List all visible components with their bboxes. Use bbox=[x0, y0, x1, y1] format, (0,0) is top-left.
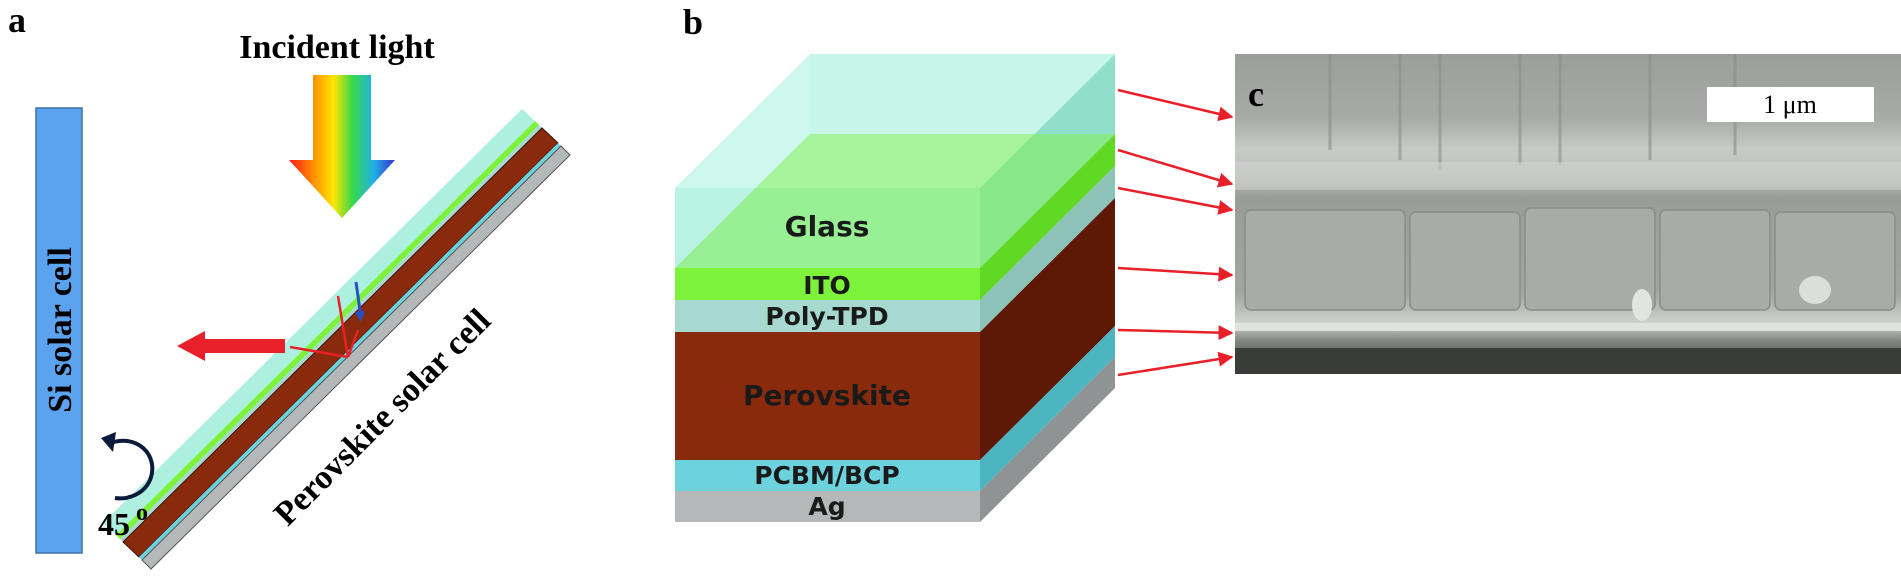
scale-bar-label: 1 μm bbox=[1763, 90, 1817, 119]
light-path bbox=[289, 281, 365, 359]
layer-poly-tpd-front bbox=[675, 300, 980, 332]
layer-poly-tpd-side bbox=[980, 166, 1115, 332]
layer-ag-label: Ag bbox=[808, 492, 845, 521]
layer-glass-front bbox=[675, 188, 980, 268]
incident-light-arrow bbox=[289, 75, 395, 218]
si-solar-cell-label: Si solar cell bbox=[42, 247, 79, 413]
layer-glass-top bbox=[675, 54, 1115, 188]
layer-glass-label: Glass bbox=[785, 210, 870, 243]
layer-ito-label: ITO bbox=[803, 271, 851, 300]
layer-pcbm-bcp-label: PCBM/BCP bbox=[754, 461, 899, 490]
layer-ito-front bbox=[675, 268, 980, 300]
layer-ito-side bbox=[980, 134, 1115, 300]
layer-ag-side bbox=[980, 357, 1115, 522]
layer-pcbm-bcp-front bbox=[675, 460, 980, 491]
scale-bar-box bbox=[1707, 87, 1874, 122]
angle-degree-mark: o bbox=[136, 500, 148, 526]
layer-perovskite-side bbox=[980, 198, 1115, 460]
layer-correspondence-arrows bbox=[1117, 88, 1234, 377]
arrow-ag bbox=[1117, 351, 1234, 377]
si-solar-cell bbox=[35, 107, 83, 554]
device-stack bbox=[675, 54, 1115, 522]
arrow-ito bbox=[1117, 148, 1234, 188]
panel-c-letter: c bbox=[1248, 74, 1264, 114]
layer-poly-tpd-label: Poly-TPD bbox=[765, 302, 888, 331]
emitted-light-arrow bbox=[177, 331, 285, 361]
tilted-layer-htl bbox=[120, 125, 542, 542]
panel-b-letter: b bbox=[683, 2, 703, 42]
layer-glass-side bbox=[980, 54, 1115, 268]
layer-perovskite-label: Perovskite bbox=[743, 379, 911, 412]
tilted-layer-ag bbox=[141, 145, 571, 570]
arrow-poly-tpd bbox=[1117, 186, 1234, 215]
arrow-glass bbox=[1117, 88, 1234, 122]
angle-value: 45 bbox=[98, 506, 130, 542]
layer-perovskite-front bbox=[675, 332, 980, 460]
incident-light-label: Incident light bbox=[239, 29, 435, 66]
arrow-perovskite bbox=[1117, 266, 1234, 282]
tilted-perovskite-cell bbox=[103, 109, 571, 570]
panel-a-letter: a bbox=[8, 0, 26, 40]
tilted-layer-glass bbox=[103, 109, 535, 535]
tilted-layer-ito bbox=[116, 121, 539, 539]
rotation-arrow-icon bbox=[107, 438, 155, 501]
arrow-pcbm-bcp bbox=[1117, 325, 1234, 341]
layer-pcbm-bcp-side bbox=[980, 326, 1115, 491]
layer-ag-front bbox=[675, 491, 980, 522]
